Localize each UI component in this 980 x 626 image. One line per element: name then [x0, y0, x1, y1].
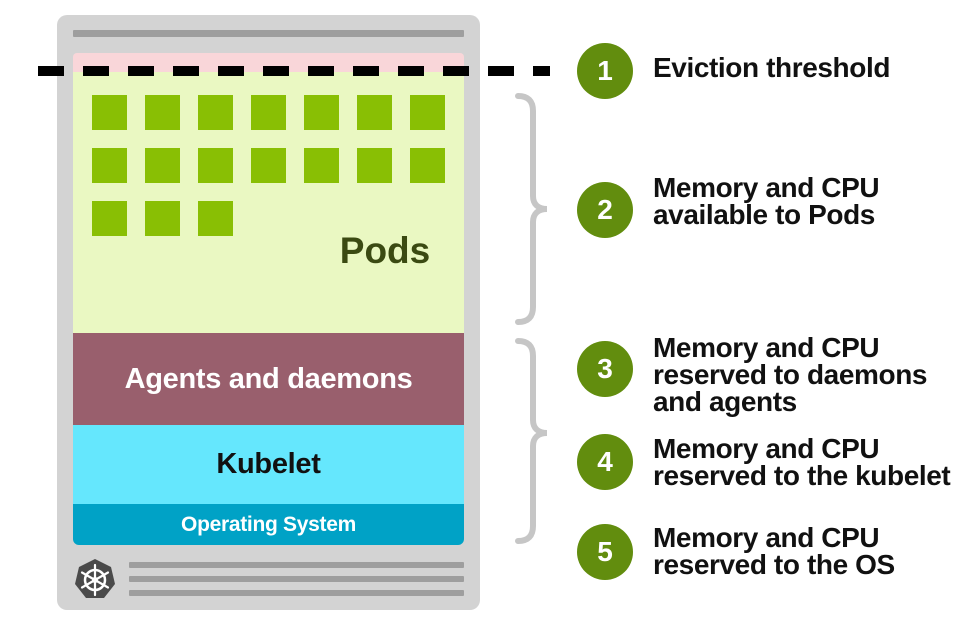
- legend-badge-5: 5: [577, 524, 633, 580]
- pod-square: [145, 95, 180, 130]
- pod-square: [410, 148, 445, 183]
- pod-square: [357, 148, 392, 183]
- pod-square: [251, 95, 286, 130]
- legend-badge-4: 4: [577, 434, 633, 490]
- pod-square: [251, 148, 286, 183]
- kubelet-layer: Kubelet: [73, 425, 464, 504]
- pod-square: [92, 201, 127, 236]
- operating-system-label: Operating System: [181, 512, 356, 536]
- pod-square: [145, 201, 180, 236]
- pod-square: [92, 95, 127, 130]
- legend-text-3: Memory and CPU reserved to daemons and a…: [653, 332, 928, 417]
- legend-badge-3: 3: [577, 341, 633, 397]
- pod-square: [198, 95, 233, 130]
- legend-text-2: Memory and CPU available to Pods: [653, 172, 880, 230]
- pod-square: [92, 148, 127, 183]
- pod-square: [145, 148, 180, 183]
- pod-square: [357, 95, 392, 130]
- pod-square: [198, 201, 233, 236]
- agents-and-daemons-layer: Agents and daemons: [73, 333, 464, 425]
- bottom-vent-bar-3: [129, 590, 464, 596]
- kubelet-label: Kubelet: [216, 448, 321, 480]
- top-vent-bar: [73, 30, 464, 37]
- legend-text-5: Memory and CPU reserved to the OS: [653, 522, 895, 580]
- pod-square: [304, 148, 339, 183]
- eviction-threshold-line: [38, 66, 550, 76]
- bottom-vent-bar-2: [129, 576, 464, 582]
- pods-brace: [515, 93, 548, 325]
- operating-system-layer: Operating System: [73, 504, 464, 545]
- agents-and-daemons-label: Agents and daemons: [124, 362, 413, 395]
- bottom-vent-bar-1: [129, 562, 464, 568]
- legend-badge-2: 2: [577, 182, 633, 238]
- reserved-brace: [515, 338, 548, 544]
- pod-square: [198, 148, 233, 183]
- pod-square: [410, 95, 445, 130]
- legend-badge-1: 1: [577, 43, 633, 99]
- legend-text-4: Memory and CPU reserved to the kubelet: [653, 433, 951, 491]
- kubernetes-helm-icon: [75, 559, 115, 598]
- pods-label: Pods: [339, 230, 431, 271]
- legend-text-1: Eviction threshold: [653, 52, 891, 83]
- pod-square: [304, 95, 339, 130]
